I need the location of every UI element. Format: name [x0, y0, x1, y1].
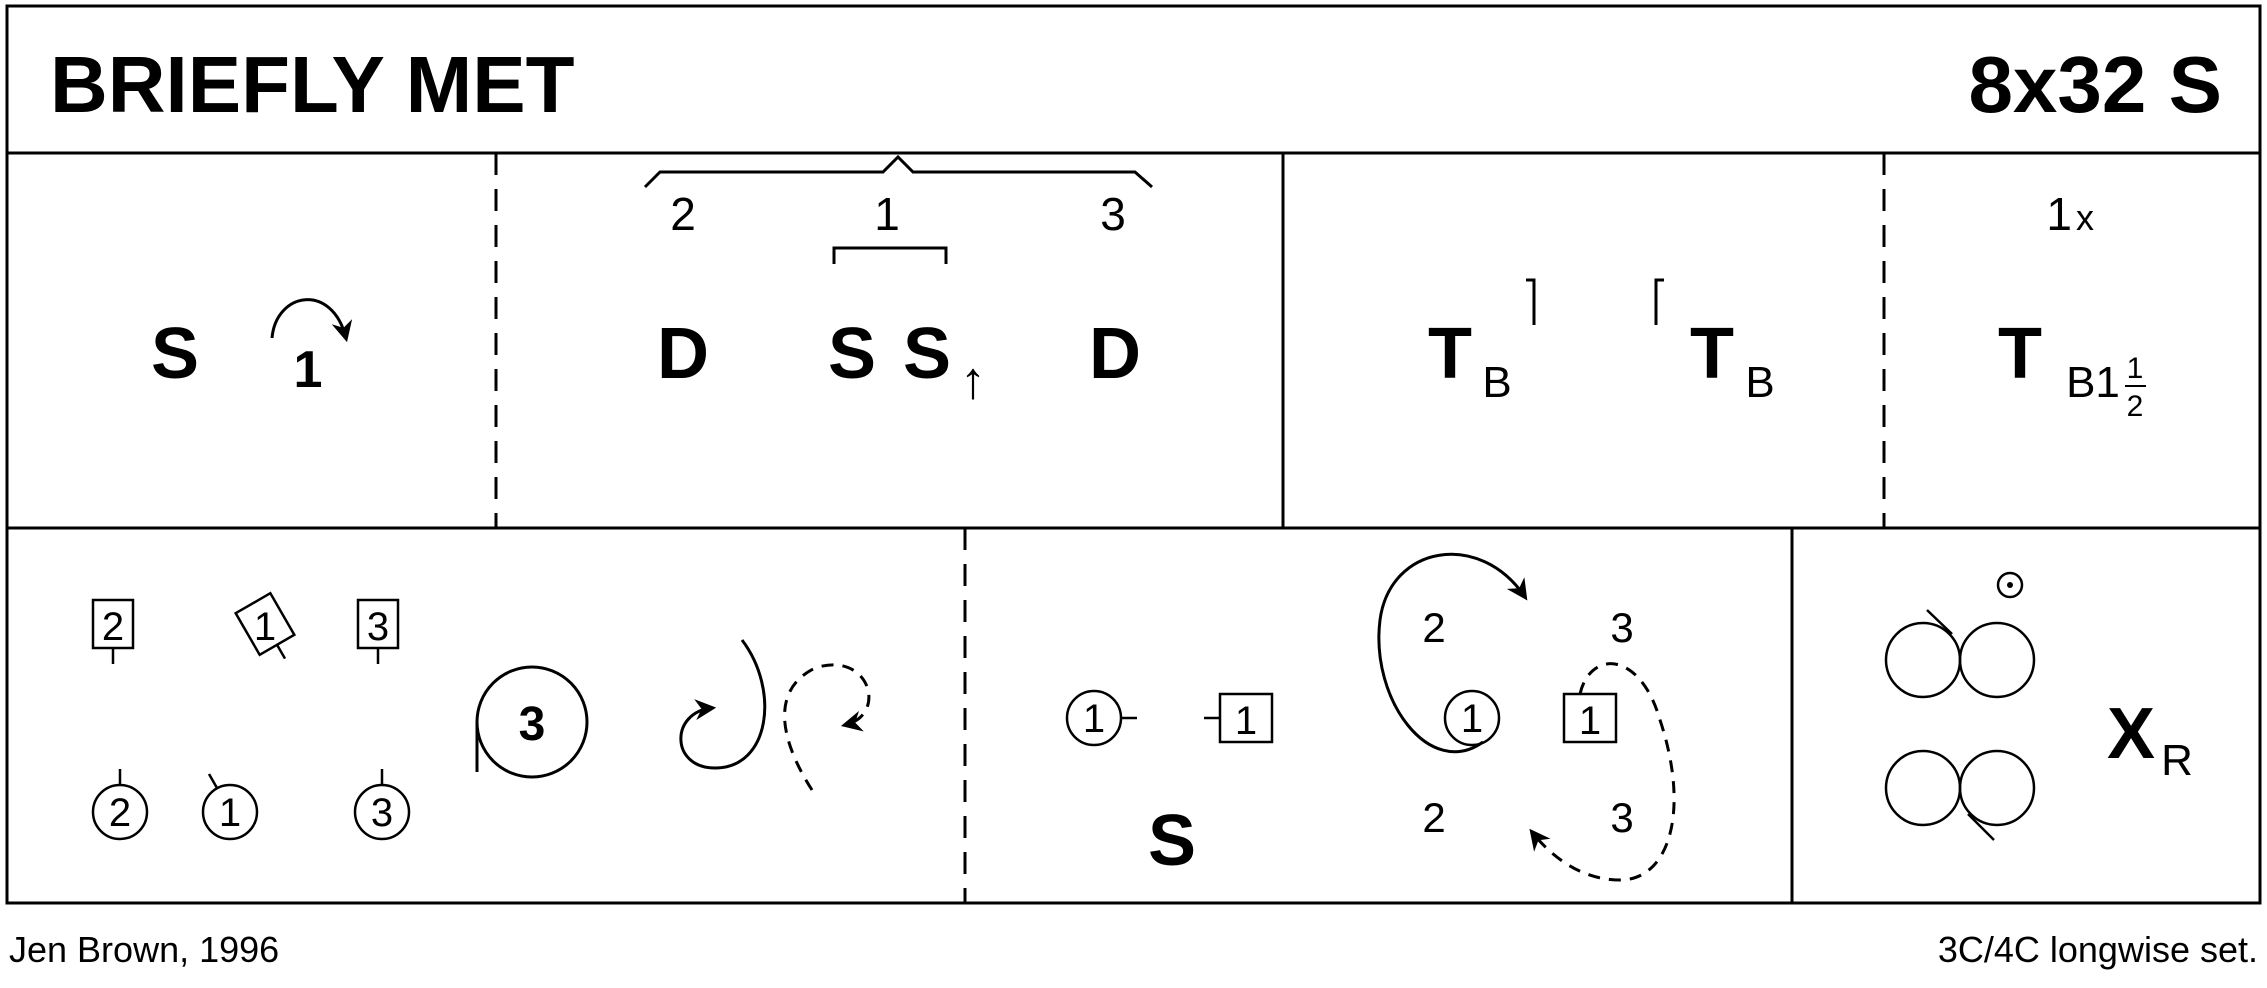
- fraction-denominator: 2: [2127, 390, 2144, 423]
- turn-t-2: T: [1690, 314, 1734, 394]
- turn-t-2-sub: B: [1745, 358, 1774, 407]
- circle-2-label: 2: [109, 791, 131, 835]
- diag-d-circle-1-label: 1: [1461, 697, 1483, 741]
- setting-bracket: [832, 246, 948, 264]
- circle-1: [201, 783, 259, 841]
- cross-circle-top-right: [1958, 621, 2036, 699]
- position-2: 2: [670, 188, 696, 240]
- turn-t-3-sub: B1: [2066, 358, 2120, 407]
- cross-x-sub: R: [2161, 736, 2193, 785]
- cross-mark-top: [1926, 609, 1953, 635]
- position-3: 3: [1100, 188, 1126, 240]
- top-marker-icon: [1996, 571, 2024, 599]
- diag-d-square-1: [1562, 692, 1618, 744]
- times-number: 1: [2046, 188, 2072, 240]
- circle-1-label: 1: [219, 791, 241, 835]
- diag-d-top-3: 3: [1610, 604, 1633, 651]
- cast-path-solid-icon: [1377, 552, 1528, 754]
- circle-3-label: 3: [371, 791, 393, 835]
- circle-1-marker: [207, 773, 219, 789]
- dance-title: BRIEFLY MET: [50, 40, 575, 129]
- big-circle-3-label: 3: [519, 698, 546, 751]
- position-1: 1: [874, 188, 900, 240]
- outer-frame: [5, 4, 2262, 905]
- setting-s: S: [151, 314, 199, 394]
- diag-d-bottom-2: 2: [1422, 794, 1445, 841]
- turn-t-3: T: [1998, 314, 2042, 394]
- diag-d-bottom-3: 3: [1610, 794, 1633, 841]
- cross-circle-bottom-left: [1884, 749, 1962, 827]
- turn-arrow-icon: [270, 298, 353, 343]
- square-3-label: 3: [367, 605, 389, 649]
- dance-format: 8x32 S: [1968, 40, 2222, 129]
- circle-1-left-label: 1: [1083, 697, 1105, 741]
- solid-turn-path-icon: [679, 639, 767, 770]
- position-brace: [643, 154, 1153, 189]
- cross-circle-bottom-right: [1958, 749, 2036, 827]
- square-2-label: 2: [102, 605, 124, 649]
- top-marker-dot: [2007, 582, 2013, 588]
- turn-number: 1: [294, 341, 323, 399]
- setting-s-2: S: [903, 314, 951, 394]
- cross-circle-top-left: [1884, 621, 1962, 699]
- diag-d-top-2: 2: [1422, 604, 1445, 651]
- dashed-turn-path-icon: [783, 663, 871, 791]
- square-1-rotated: [233, 591, 297, 660]
- dance-d-2: D: [1089, 314, 1141, 394]
- corner-mark-right: [1526, 278, 1536, 325]
- diag-d-square-1-label: 1: [1579, 699, 1601, 743]
- setting-s-diagram: S: [1148, 801, 1196, 881]
- dance-d-1: D: [657, 314, 709, 394]
- up-arrow-icon: ↑: [960, 352, 986, 410]
- turn-t-1-sub: B: [1482, 358, 1511, 407]
- setting-s-1: S: [828, 314, 876, 394]
- set-description: 3C/4C longwise set.: [1938, 929, 2258, 970]
- turn-t-1: T: [1428, 314, 1472, 394]
- times-x: x: [2076, 197, 2094, 238]
- diag-d-circle-1: [1443, 689, 1501, 747]
- cross-mark-bottom: [1967, 813, 1995, 841]
- corner-mark-left: [1654, 278, 1664, 325]
- cast-path-dashed-icon: [1529, 662, 1676, 882]
- square-1-label: 1: [254, 605, 276, 649]
- square-1-right-label: 1: [1235, 699, 1257, 743]
- fraction-numerator: 1: [2127, 352, 2144, 385]
- cross-x: X: [2107, 694, 2155, 774]
- author-credit: Jen Brown, 1996: [9, 929, 279, 970]
